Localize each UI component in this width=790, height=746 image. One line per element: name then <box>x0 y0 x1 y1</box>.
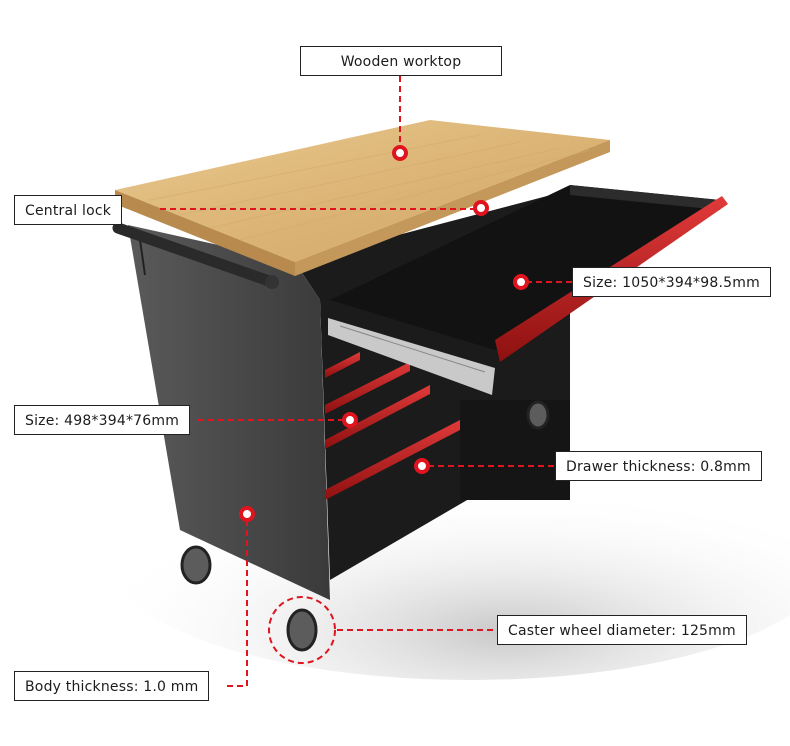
marker-body-thickness <box>239 506 255 522</box>
small-drawers <box>325 352 570 500</box>
marker-top-drawer <box>513 274 529 290</box>
leader-lines <box>160 76 572 687</box>
label-wooden-worktop: Wooden worktop <box>300 46 502 76</box>
label-small-drawer-size: Size: 498*394*76mm <box>14 405 191 435</box>
side-handle <box>112 222 279 289</box>
label-top-drawer-size: Size: 1050*394*98.5mm <box>572 267 771 297</box>
marker-lock <box>473 200 489 216</box>
side-panel <box>128 225 330 600</box>
label-central-lock: Central lock <box>14 195 123 225</box>
marker-worktop <box>392 145 408 161</box>
marker-drawer-thickness <box>414 458 430 474</box>
label-drawer-thickness: Drawer thickness: 0.8mm <box>555 451 762 481</box>
caster-wheels <box>180 400 550 652</box>
drawer-slide <box>328 318 495 395</box>
label-caster-diameter: Caster wheel diameter: 125mm <box>497 615 747 645</box>
label-body-thickness: Body thickness: 1.0 mm <box>14 671 210 701</box>
marker-small-drawers <box>342 412 358 428</box>
marker-dots <box>239 145 529 522</box>
